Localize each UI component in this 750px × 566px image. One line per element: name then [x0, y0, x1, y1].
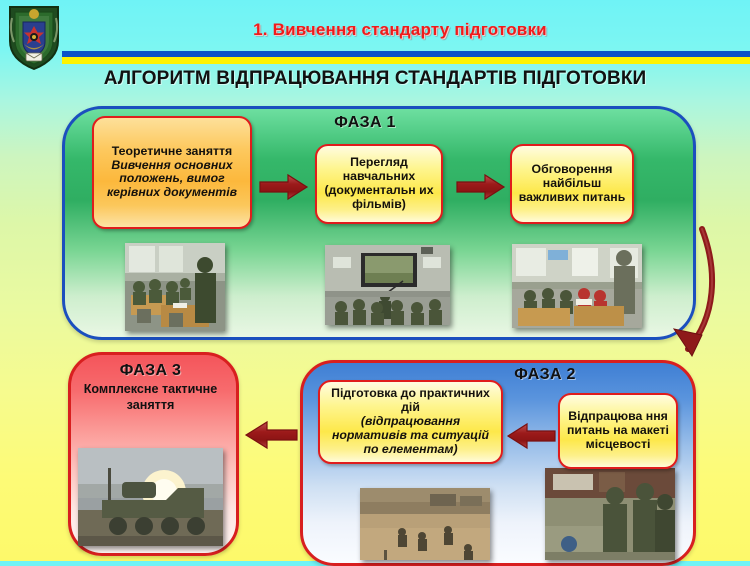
- photo-armored-vehicle-firing: [78, 448, 223, 546]
- photo-classroom-instructor-lecture: [512, 244, 642, 328]
- arrow-phase2-step1: [505, 420, 557, 457]
- photo-classroom-soldiers-at-desks: [125, 243, 225, 331]
- phase-1-label: ФАЗА 1: [334, 114, 396, 131]
- flag-blue-stripe: [62, 51, 750, 57]
- flag-yellow-stripe: [62, 57, 750, 64]
- phase-2-label: ФАЗА 2: [514, 366, 576, 383]
- page-title: АЛГОРИТМ ВІДПРАЦЮВАННЯ СТАНДАРТІВ ПІДГОТ…: [103, 68, 647, 89]
- phase1-box-discussion-title: Обговорення найбільш важливих питань: [518, 162, 626, 204]
- phase1-box-theory-title: Теоретичне заняття: [111, 143, 233, 158]
- state-border-guard-emblem: [6, 4, 62, 70]
- phase1-box-theory[interactable]: Теоретичне заняття Вивчення основних пол…: [92, 116, 252, 229]
- photo-classroom-projector-briefing: [325, 245, 450, 325]
- phase2-box-practical-prep-title: Підготовка до практичних дій: [331, 386, 490, 415]
- phase-3-title: Комплексне тактичне заняття: [83, 382, 218, 412]
- arrow-phase1-step1: [258, 171, 310, 208]
- arrow-phase1-to-phase2-curved: [630, 225, 720, 380]
- phase-3-label: ФАЗА 3: [119, 362, 182, 379]
- phase2-box-terrain-model-title: Відпрацюва ння питань на макеті місцевос…: [567, 409, 669, 451]
- phase2-box-practical-prep-subtitle: (відпрацювання нормативів та ситуацій по…: [331, 413, 490, 456]
- phase1-box-discussion[interactable]: Обговорення найбільш важливих питань: [510, 144, 634, 224]
- section-title: 1. Вивчення стандарту підготовки: [253, 20, 547, 39]
- phase1-box-films[interactable]: Перегляд навчальних (документальн их філ…: [315, 144, 443, 224]
- phase2-box-practical-prep[interactable]: Підготовка до практичних дій (відпрацюва…: [318, 380, 503, 464]
- phase-3-text-block: ФАЗА 3 Комплексне тактичне заняття: [72, 362, 229, 413]
- arrow-phase2-to-phase3: [243, 418, 299, 457]
- ukrainian-flag-stripe: [62, 51, 750, 64]
- phase1-box-theory-subtitle: Вивчення основних положень, вимог керівн…: [106, 157, 238, 200]
- photo-terrain-model-briefing: [545, 468, 675, 560]
- photo-field-training-soldiers-advancing: [360, 488, 490, 560]
- phase1-box-films-title: Перегляд навчальних (документальн их філ…: [324, 155, 434, 211]
- arrow-phase1-step2: [455, 171, 507, 208]
- phase2-box-terrain-model[interactable]: Відпрацюва ння питань на макеті місцевос…: [558, 393, 678, 469]
